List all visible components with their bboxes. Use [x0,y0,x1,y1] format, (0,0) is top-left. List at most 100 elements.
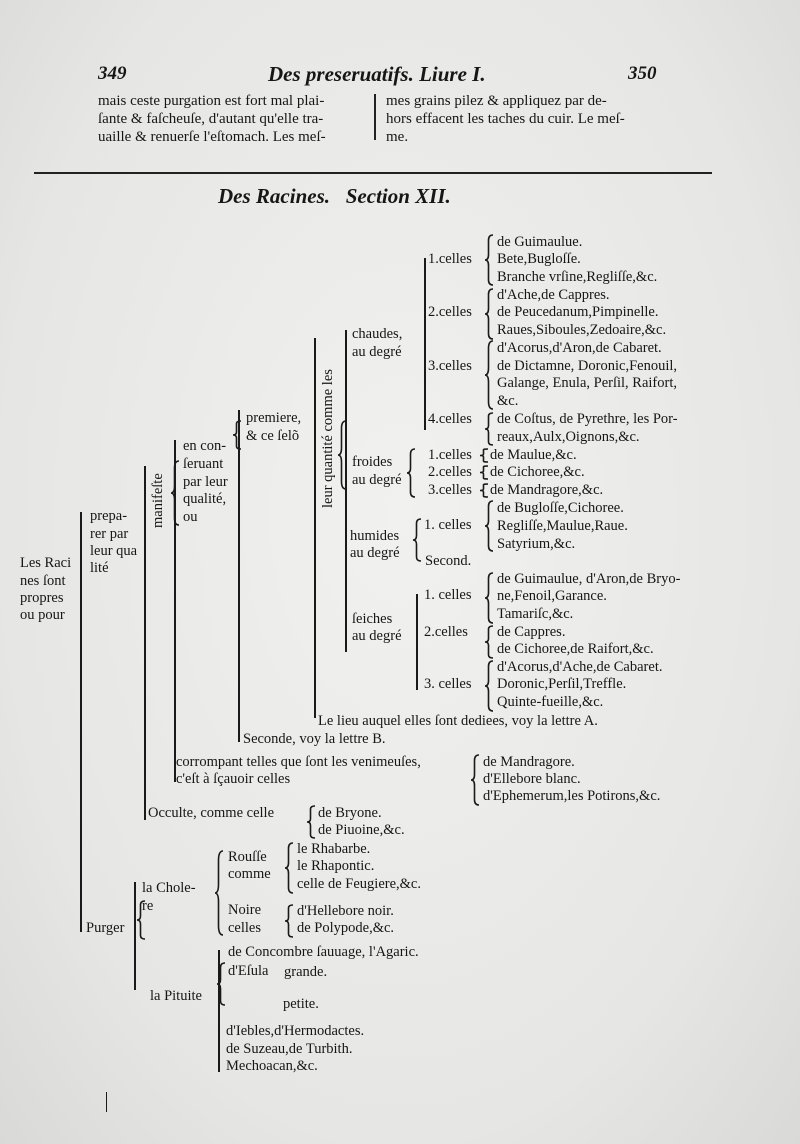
table-entry: c'eſt à ſçauoir celles [176,771,291,787]
table-entry: Noire [228,902,262,918]
table-entry: de Mandragore. [483,754,575,770]
curly-brace-icon [484,500,494,552]
curly-brace-icon [484,288,494,340]
table-entry: ou [183,509,198,525]
table-entry: en con- [183,438,227,454]
curly-brace-icon [337,420,347,490]
table-entry: d'Hellebore noir. [297,903,394,919]
text-line: mais ceste purgation est fort mal plai- [98,93,325,109]
table-entry: ou pour [20,607,65,623]
curly-brace-icon [484,234,494,286]
bracket-line [134,882,136,990]
table-entry: Bete,Bugloſſe. [497,251,581,267]
table-entry: premiere, [246,410,302,426]
vertical-label-manifeste: manifeſte [150,473,166,528]
curly-brace-icon [232,420,242,450]
table-entry: Purger [86,920,125,936]
table-entry: ne,Fenoil,Garance. [497,588,607,604]
table-entry: 3.celles [428,482,472,498]
table-entry: 3.celles [428,358,472,374]
table-entry: de Piuoine,&c. [318,822,405,838]
table-entry: qualité, [183,491,227,507]
table-entry: 1. celles [424,587,472,603]
bracket-line [345,330,347,652]
table-entry: Branche vrſine,Regliſſe,&c. [497,269,658,285]
column-divider [374,94,376,140]
table-entry: chaudes, [352,326,403,342]
curly-brace-icon [484,340,494,410]
table-entry: Mechoacan,&c. [226,1058,318,1074]
table-entry: celle de Feugiere,&c. [297,876,421,892]
table-entry: d'Ache,de Cappres. [497,287,610,303]
table-entry: Quinte-fueille,&c. [497,694,604,710]
table-entry: de Bryone. [318,805,382,821]
text-line: hors effacent les taches du cuir. Le meſ… [386,111,625,127]
table-entry: 2.celles [428,464,472,480]
table-entry: de Guimaulue. [497,234,583,250]
horizontal-rule [34,172,712,174]
margin-mark [106,1092,107,1112]
text-line: mes grains pilez & appliquez par de- [386,93,607,109]
table-entry: de Suzeau,de Turbith. [226,1041,353,1057]
table-entry: le Rhabarbe. [297,841,371,857]
table-entry: d'Eſula [228,963,269,979]
table-entry: propres [20,590,64,606]
curly-brace-icon [214,850,224,936]
table-entry: ſeruant [183,456,224,472]
table-entry: Occulte, comme celle [148,805,275,821]
bracket-line [424,258,426,430]
table-entry: ſeiches [352,611,393,627]
curly-brace-icon [470,754,480,806]
table-entry: humides [350,528,400,544]
table-entry: prepa- [90,508,128,524]
table-entry: d'Acorus,d'Ache,de Cabaret. [497,659,663,675]
bracket-line [238,410,240,742]
table-entry: de Polypode,&c. [297,920,395,936]
curly-brace-icon [484,412,494,446]
curly-brace-icon [216,962,226,1006]
curly-brace-icon [484,572,494,624]
table-entry: 1. celles [424,517,472,533]
table-entry: la Chole- [142,880,196,896]
table-entry: de Guimaulue, d'Aron,de Bryo- [497,571,681,587]
table-entry: comme [228,866,271,882]
table-entry: au degré [352,628,402,644]
table-entry: Second. [425,553,472,569]
table-entry: d'Ephemerum,les Potirons,&c. [483,788,661,804]
table-entry: &c. [497,393,519,409]
table-entry: Raues,Siboules,Zedoaire,&c. [497,322,667,338]
curly-brace-icon [136,900,146,940]
table-entry: au degré [352,344,402,360]
table-entry: corrompant telles que ſont les venimeuſe… [176,754,421,770]
table-entry: d'Ellebore blanc. [483,771,581,787]
table-entry: 3. celles [424,676,472,692]
curly-brace-icon [484,660,494,712]
table-entry: au degré [352,472,402,488]
vertical-label-quantite: leur quantité comme les [320,369,336,508]
table-entry: reaux,Aulx,Oignons,&c. [497,429,640,445]
table-entry: 2.celles [428,304,472,320]
curly-brace-icon [170,460,180,526]
table-entry: Le lieu auquel elles ſont dediees, voy l… [318,713,598,729]
table-entry: 1.celles [428,251,472,267]
text-line: me. [386,129,409,145]
table-entry: Doronic,Perſil,Treffle. [497,676,627,692]
table-entry: par leur [183,474,228,490]
table-entry: & ce ſelõ [246,428,300,444]
table-entry: au degré [350,545,400,561]
curly-brace-icon [306,805,316,839]
table-entry: Tamariſc,&c. [497,606,574,622]
curly-brace-icon [479,448,489,463]
bracket-line [314,338,316,718]
table-entry: re [142,898,154,914]
table-entry: 1.celles [428,447,472,463]
table-entry: froides [352,454,393,470]
table-entry: de Cappres. [497,624,566,640]
table-entry: Rouſſe [228,849,267,865]
table-entry: 4.celles [428,411,472,427]
bracket-line [218,950,220,1072]
top-left-column: mais ceste purgation est fort mal plai- … [98,92,326,146]
table-entry: de Maulue,&c. [490,447,577,463]
curly-brace-icon [284,904,294,938]
